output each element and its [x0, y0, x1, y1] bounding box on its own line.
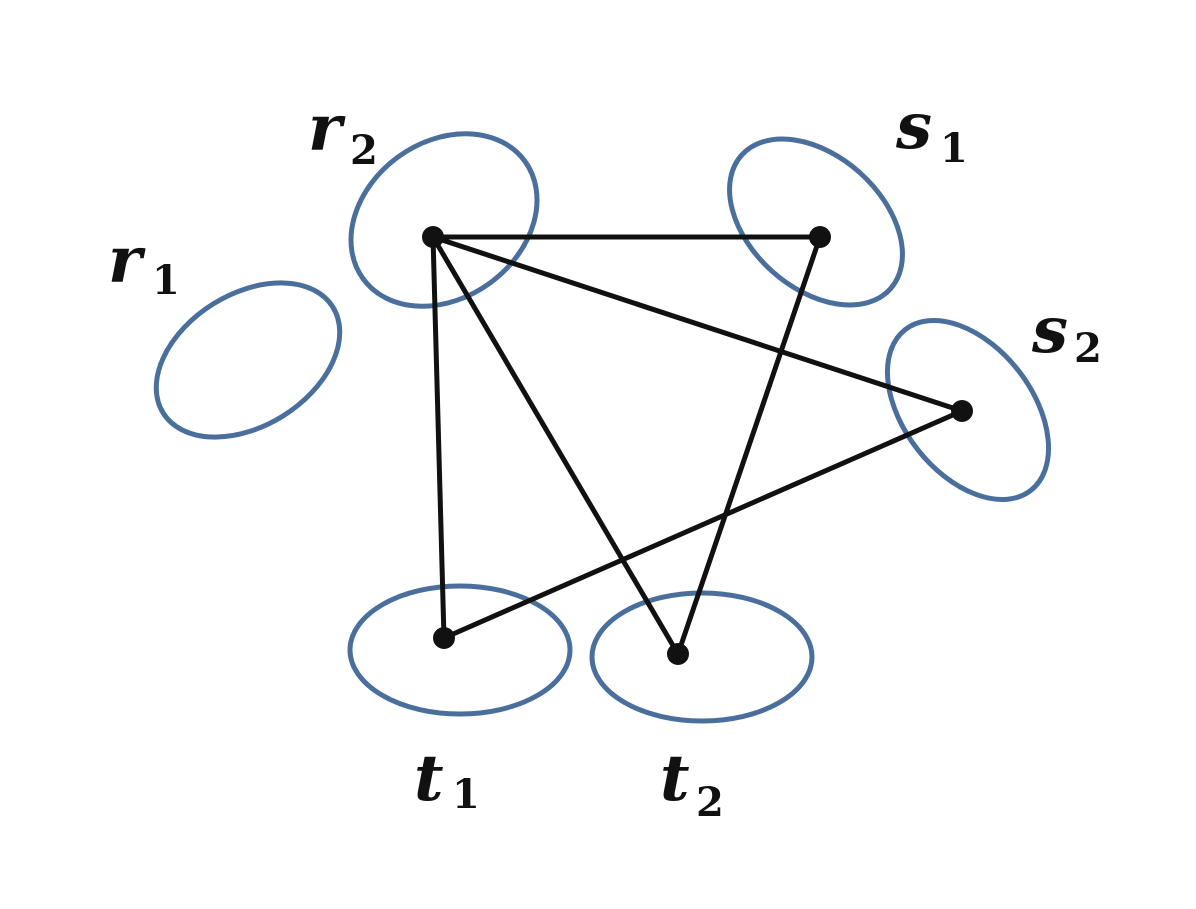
graph-vertices — [422, 226, 973, 665]
group-ellipse-s2 — [884, 317, 1052, 503]
group-label-subscript-t2: 2 — [696, 779, 724, 826]
edge-r2-t2 — [430, 234, 681, 657]
group-label-subscript-r1: 1 — [152, 257, 180, 304]
edge-r2-t1 — [430, 234, 447, 641]
graph-edges — [430, 234, 965, 657]
vertex-s1 — [809, 226, 831, 248]
group-ellipse-s1 — [727, 136, 905, 308]
group-label-s2: s — [1031, 293, 1068, 368]
group-label-s1: s — [895, 89, 932, 164]
group-ellipse-r1 — [153, 280, 343, 440]
vertex-t2 — [667, 643, 689, 665]
group-ellipse-r2 — [348, 131, 540, 309]
group-ellipse-t2 — [589, 590, 815, 724]
vertex-t1 — [433, 627, 455, 649]
group-ellipses — [153, 131, 1052, 724]
group-ellipse-t1 — [347, 583, 573, 717]
edge-s1-t2 — [675, 234, 823, 657]
vertex-s2 — [951, 400, 973, 422]
edge-r2-s2 — [430, 234, 965, 414]
vertex-r2 — [422, 226, 444, 248]
group-label-t1: t — [414, 741, 444, 816]
group-label-r2: r — [308, 91, 346, 166]
group-label-subscript-r2: 2 — [350, 127, 378, 174]
group-label-subscript-s2: 2 — [1074, 325, 1102, 372]
group-label-t2: t — [660, 741, 690, 816]
group-label-r1: r — [108, 223, 146, 298]
edge-s2-t1 — [441, 408, 965, 641]
group-label-subscript-t1: 1 — [452, 771, 480, 818]
group-label-subscript-s1: 1 — [940, 125, 968, 172]
